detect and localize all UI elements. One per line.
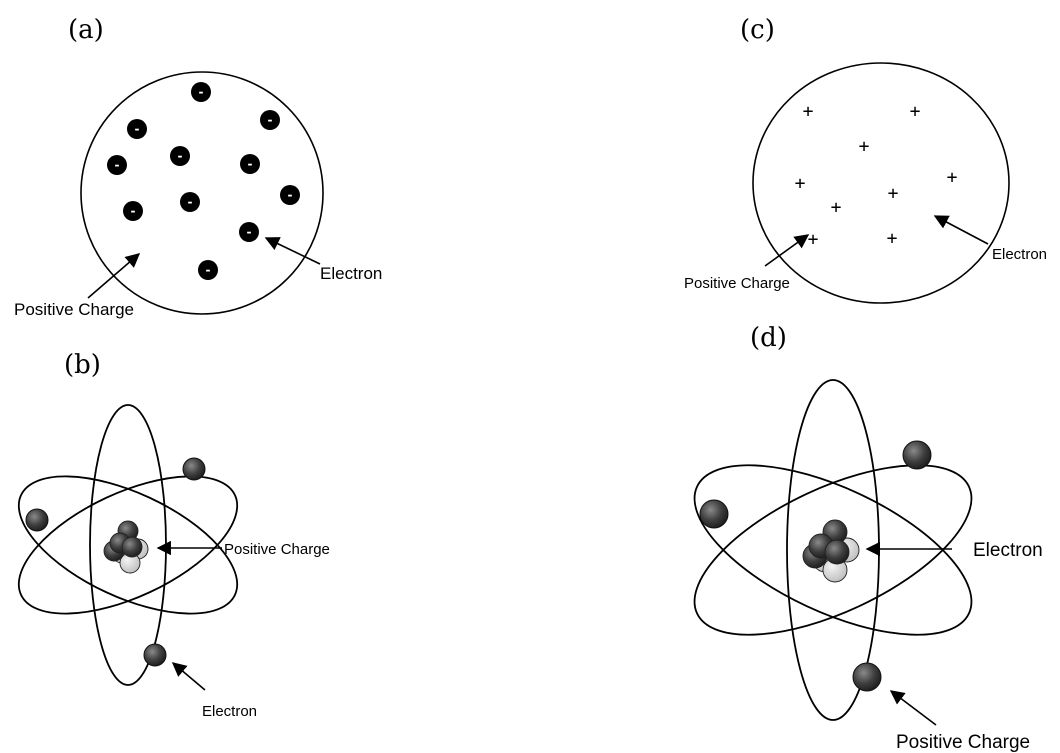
nucleus (803, 520, 859, 582)
positive-charge: + (910, 101, 921, 122)
electron-callout: Electron (202, 703, 257, 720)
electron: - (127, 119, 147, 139)
positive-charge-callout: Positive Charge (224, 541, 330, 558)
positive-charge: + (887, 228, 898, 249)
nucleus-particle-dark (122, 537, 142, 557)
svg-text:-: - (248, 157, 253, 171)
svg-text:-: - (288, 188, 293, 202)
electron: - (280, 185, 300, 205)
positive-charge-callout: Positive Charge (684, 275, 790, 292)
panel-a-label: (a) (68, 15, 104, 45)
panel-b-label: (b) (64, 350, 101, 380)
nucleus-particle-dark (825, 540, 849, 564)
orbiting-electron (144, 644, 166, 666)
positive-charge: + (888, 183, 899, 204)
electron: - (180, 192, 200, 212)
electron: - (198, 260, 218, 280)
electron-callout: Electron (992, 246, 1047, 263)
positive-charge: + (831, 197, 842, 218)
positive-charge-arrow (891, 691, 936, 725)
panel-c-label: (c) (740, 15, 775, 45)
svg-text:-: - (135, 122, 140, 136)
positive-charge-callout: Positive Charge (896, 732, 1030, 753)
svg-text:-: - (247, 225, 252, 239)
panel-d-label: (d) (750, 323, 787, 353)
svg-text:-: - (206, 263, 211, 277)
svg-text:-: - (115, 158, 120, 172)
atom-sphere (753, 63, 1009, 303)
electron: - (191, 82, 211, 102)
orbiting-electron (183, 458, 205, 480)
orbiting-electron (700, 500, 728, 528)
orbit-group (0, 405, 257, 685)
positive-charge-callout: Positive Charge (14, 300, 134, 319)
panel-c: (c) + + + + + + + + + Electron Positive Charge (684, 15, 1047, 303)
electron: - (260, 110, 280, 130)
electron: - (239, 222, 259, 242)
electron: - (107, 155, 127, 175)
electron: - (240, 154, 260, 174)
electron-callout: Electron (973, 540, 1043, 561)
electron-arrow (173, 663, 205, 690)
positive-charge: + (859, 136, 870, 157)
nucleus (104, 521, 148, 573)
svg-text:-: - (199, 85, 204, 99)
orbiting-electron (853, 663, 881, 691)
orbiting-electron (903, 441, 931, 469)
electron: - (123, 201, 143, 221)
orbit-group (671, 380, 995, 720)
svg-text:-: - (178, 149, 183, 163)
panel-b: (b) Positive Charge Electron (0, 350, 330, 720)
electron: - (170, 146, 190, 166)
svg-text:-: - (188, 195, 193, 209)
panel-d: (d) Electron Positive Charge (671, 323, 1043, 753)
panel-a: (a) - - - - - - - - - - - Electron Positive Charge (14, 15, 382, 319)
orbiting-electron (26, 509, 48, 531)
positive-charge: + (795, 173, 806, 194)
svg-text:-: - (268, 113, 273, 127)
positive-charge: + (803, 101, 814, 122)
positive-charge: + (947, 167, 958, 188)
svg-text:-: - (131, 204, 136, 218)
positive-charge: + (808, 229, 819, 250)
electron-callout: Electron (320, 264, 382, 283)
